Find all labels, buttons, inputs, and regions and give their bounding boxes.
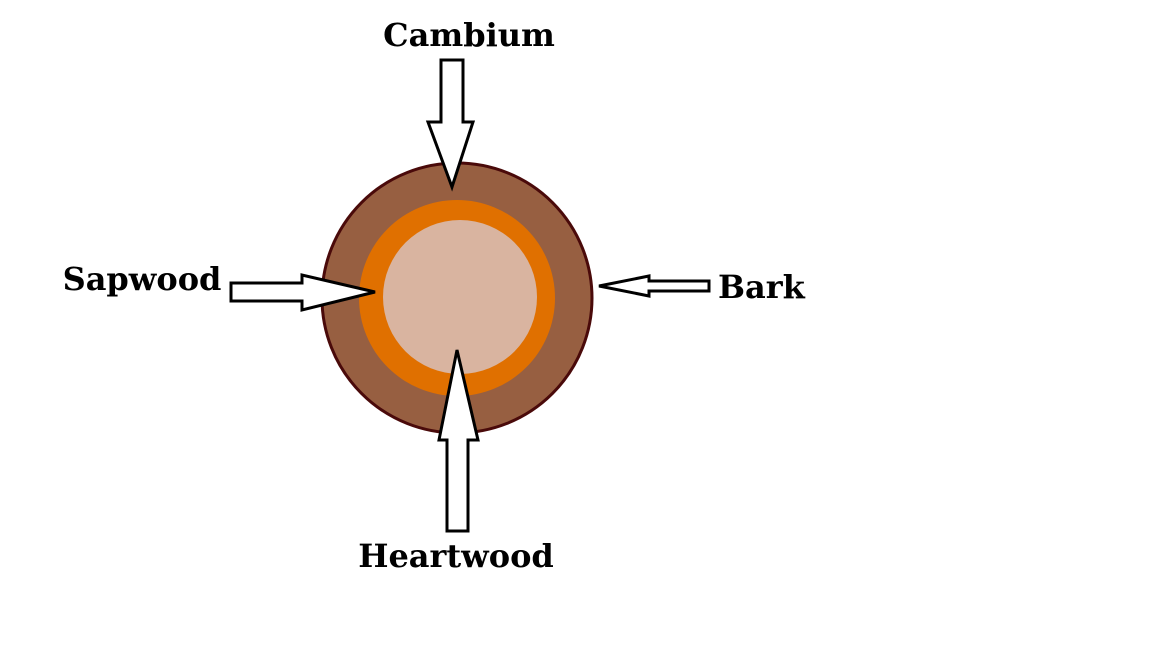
bark-label: Bark	[718, 268, 806, 306]
heartwood-arrow	[437, 349, 480, 533]
cambium-label: Cambium	[383, 16, 555, 54]
cambium-arrow	[425, 58, 476, 192]
sapwood-label: Sapwood	[63, 260, 222, 298]
sapwood-arrow	[229, 273, 376, 312]
heartwood-label: Heartwood	[358, 537, 554, 575]
heartwood-core	[383, 220, 537, 374]
bark-arrow	[598, 274, 711, 298]
